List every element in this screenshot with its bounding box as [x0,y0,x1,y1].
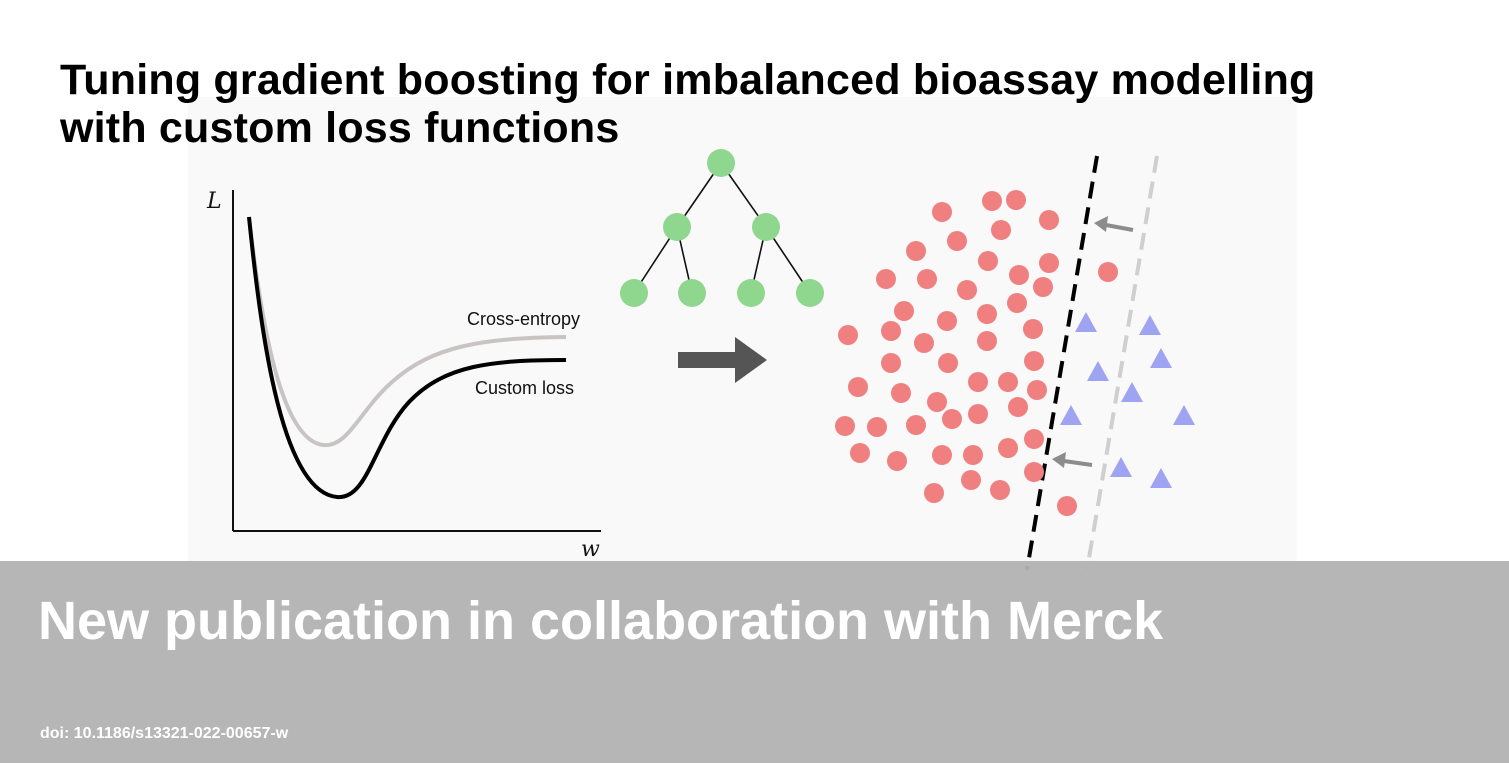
article-title: Tuning gradient boosting for imbalanced … [60,56,1316,152]
custom-loss-label: Custom loss [475,378,574,398]
circle-class-points [835,190,1118,516]
decision-boundary-custom [1025,155,1099,571]
tree-node [737,279,765,307]
doi-reference: doi: 10.1186/s13321-022-00657-w [40,725,289,742]
triangle-class-points [1060,312,1195,488]
right-arrow-icon [678,337,767,383]
tree-node [796,279,824,307]
x-axis-label: w [581,537,600,562]
article-title-line-1: Tuning gradient boosting for imbalanced … [60,56,1316,104]
decision-boundary-cross-entropy [1085,155,1159,571]
cross-entropy-curve [247,216,567,448]
tree-node [678,279,706,307]
shift-arrows [1052,216,1134,468]
article-title-line-2: with custom loss functions [60,104,620,152]
banner-headline: New publication in collaboration with Me… [38,591,1164,651]
classification-scatter [835,155,1195,571]
tree-node [620,279,648,307]
tree-node [663,213,691,241]
cross-entropy-label: Cross-entropy [467,309,580,329]
custom-loss-curve [247,216,567,500]
announcement-banner: New publication in collaboration with Me… [0,561,1509,763]
left-arrow-icon [1094,216,1108,232]
left-arrow-icon [1052,452,1066,468]
decision-tree [633,162,811,294]
loss-plot: L w Cross-entropy Custom loss [206,189,601,562]
y-axis-label: L [206,189,222,214]
tree-nodes [620,149,824,307]
tree-node [752,213,780,241]
tree-node [707,149,735,177]
